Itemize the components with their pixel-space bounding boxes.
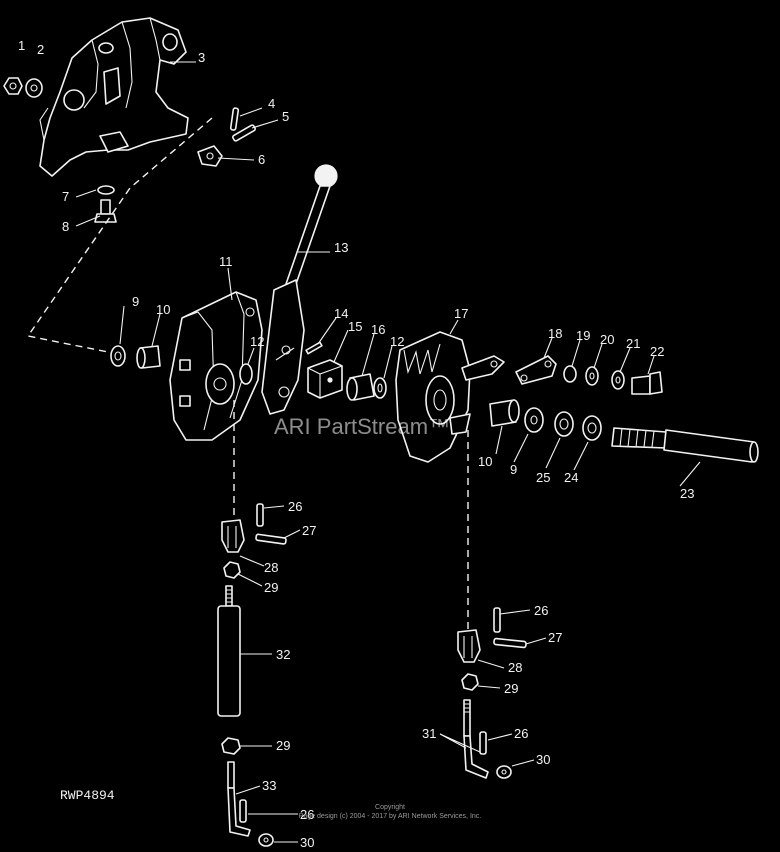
callout-12-right: 12: [390, 334, 404, 349]
washer-part-12-left: [239, 363, 253, 385]
callout-14: 14: [334, 306, 348, 321]
washer-part-9-left: [110, 345, 126, 367]
callout-26-right-bottom: 26: [514, 726, 528, 741]
rod-part-31: [463, 699, 489, 779]
callout-9-left: 9: [132, 294, 139, 309]
callout-12-left: 12: [250, 334, 264, 349]
callout-20: 20: [600, 332, 614, 347]
callout-27-left: 27: [302, 523, 316, 538]
shaft-part-23: [611, 427, 759, 463]
washer-part-21: [611, 370, 625, 390]
callout-6: 6: [258, 152, 265, 167]
callout-19: 19: [576, 328, 590, 343]
pin-part-26-left-bottom: [239, 799, 247, 823]
pin-part-4: [229, 107, 240, 131]
pin-part-27-right: [493, 637, 527, 649]
clevis-part-28-left: [221, 519, 245, 553]
callout-24: 24: [564, 470, 578, 485]
callout-9-right: 9: [510, 462, 517, 477]
bolt-part-8: [94, 199, 117, 223]
drum-part-11: [169, 291, 263, 441]
washer-part-30-left: [258, 833, 274, 847]
pin-part-26-right-top: [493, 607, 501, 633]
callout-31: 31: [422, 726, 436, 741]
callout-17: 17: [454, 306, 468, 321]
callout-30-right: 30: [536, 752, 550, 767]
callout-30-left: 30: [300, 835, 314, 850]
bushing-part-10-left: [136, 345, 161, 369]
nut-part-1: [3, 77, 23, 95]
bracket-part-3: [39, 17, 189, 177]
block-part-15: [307, 359, 343, 399]
callout-4: 4: [268, 96, 275, 111]
callout-23: 23: [680, 486, 694, 501]
callout-15: 15: [348, 319, 362, 334]
washer-part-12-right: [373, 377, 387, 399]
copyright-line-2: Page design (c) 2004 - 2017 by ARI Netwo…: [299, 813, 482, 820]
pin-part-26-left-top: [256, 503, 264, 527]
callout-2: 2: [37, 42, 44, 57]
callout-10-left: 10: [156, 302, 170, 317]
callout-7: 7: [62, 189, 69, 204]
link-part-18: [515, 355, 557, 385]
rod-part-33: [227, 761, 251, 837]
copyright-line-1: Copyright: [375, 804, 405, 811]
nut-part-29-left-bottom: [221, 737, 241, 755]
callout-26-left-top: 26: [288, 499, 302, 514]
callout-11: 11: [219, 254, 233, 269]
nut-part-29-left-top: [223, 561, 241, 579]
clevis-part-28-right: [457, 629, 481, 663]
pin-part-14: [305, 341, 323, 355]
callout-29-left-top: 29: [264, 580, 278, 595]
leader-lines: [75, 61, 701, 843]
rod-part-32: [217, 585, 241, 717]
nut-part-29-right: [461, 673, 479, 691]
callout-1: 1: [18, 38, 25, 53]
callout-26-left-bottom: 26: [300, 807, 314, 822]
washer-part-2: [25, 78, 43, 98]
callout-22: 22: [650, 344, 664, 359]
watermark: ARI PartStream™: [274, 414, 450, 439]
washer-part-30-right: [496, 765, 512, 779]
washer-part-20: [585, 366, 599, 386]
pin-part-26-right-bottom: [479, 731, 487, 755]
washer-part-19: [563, 365, 577, 383]
callout-29-left-bottom: 29: [276, 738, 290, 753]
bolt-part-22: [631, 371, 663, 395]
assembly-dashed-line: [26, 117, 213, 353]
callout-26-right-top: 26: [534, 603, 548, 618]
callout-18: 18: [548, 326, 562, 341]
washer-part-7: [97, 185, 115, 195]
washer-part-9-right: [524, 407, 544, 433]
pin-part-27-left: [255, 533, 287, 545]
callout-29-right: 29: [504, 681, 518, 696]
washer-part-24: [582, 415, 602, 441]
bushing-part-16: [346, 373, 375, 401]
lever-part-13: [261, 164, 338, 415]
callout-labels: 1 2 3 4 5 6 7 8 9 10 11 12 13 14 15 16 1…: [18, 38, 694, 850]
drawing-code: RWP4894: [60, 788, 115, 803]
callout-27-right: 27: [548, 630, 562, 645]
callout-32: 32: [276, 647, 290, 662]
callout-13: 13: [334, 240, 348, 255]
bushing-part-10-right: [489, 399, 520, 427]
clip-part-6: [197, 145, 223, 167]
washer-part-25: [554, 411, 574, 437]
callout-3: 3: [198, 50, 205, 65]
callout-8: 8: [62, 219, 69, 234]
callout-33: 33: [262, 778, 276, 793]
drum-part-17: [395, 331, 505, 463]
callout-28-right: 28: [508, 660, 522, 675]
callout-5: 5: [282, 109, 289, 124]
callout-10-right: 10: [478, 454, 492, 469]
callout-21: 21: [626, 336, 640, 351]
callout-28-left: 28: [264, 560, 278, 575]
callout-16: 16: [371, 322, 385, 337]
callout-25: 25: [536, 470, 550, 485]
